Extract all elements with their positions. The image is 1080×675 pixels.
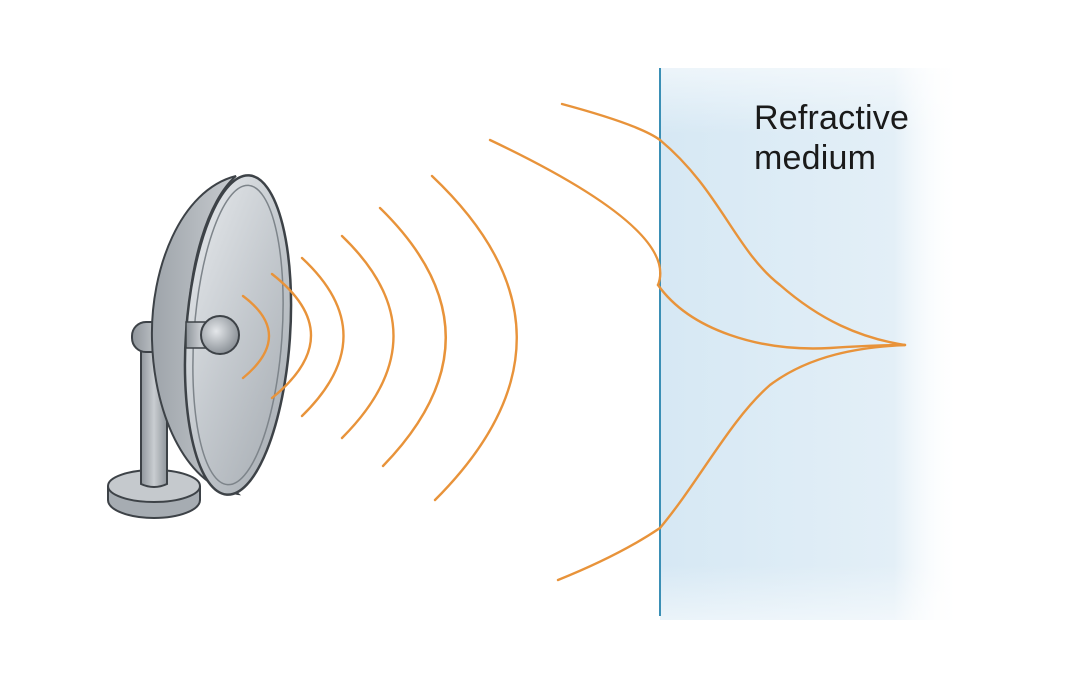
medium-label-line2: medium [754, 139, 877, 177]
satellite-dish-icon [107, 174, 293, 519]
refracted-ray-middle [656, 283, 907, 350]
refractive-medium [659, 68, 960, 620]
wavefront-9 [556, 526, 662, 582]
refracted-ray-top [658, 138, 907, 347]
refracted-waves [656, 138, 907, 530]
wavefront-4 [340, 234, 395, 440]
wavefront-3 [300, 256, 345, 418]
wavefront-2 [270, 272, 313, 400]
wavefront-8 [560, 102, 662, 142]
refracted-ray-bottom [658, 343, 907, 530]
wavefront-6 [430, 174, 518, 502]
wavefront-7 [488, 138, 662, 287]
wavefront-1 [241, 294, 270, 380]
wavefronts [241, 102, 662, 582]
wavefront-5 [378, 206, 447, 468]
medium-label-line1: Refractive [754, 99, 910, 137]
medium-label: Refractive medium [754, 98, 909, 178]
